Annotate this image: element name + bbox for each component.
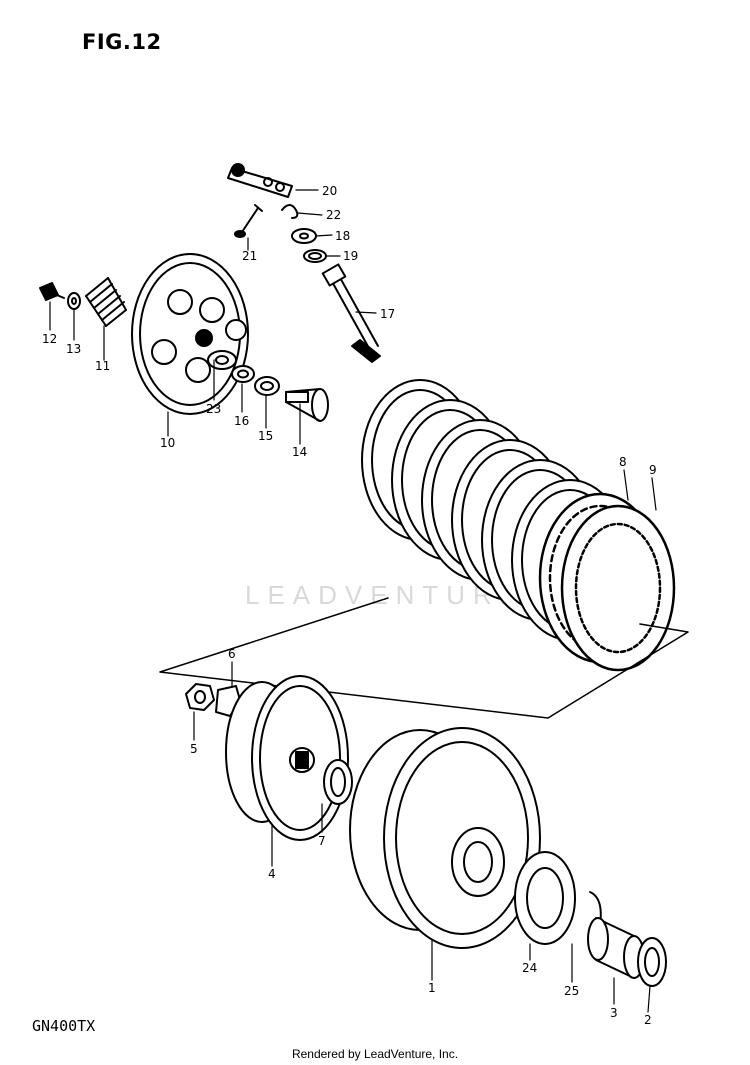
release-rod-piece xyxy=(285,388,329,422)
callout-5: 5 xyxy=(190,742,198,756)
callout-10: 10 xyxy=(160,436,175,450)
thrust-bearing xyxy=(254,376,280,396)
callout-24: 24 xyxy=(522,961,537,975)
callout-12: 12 xyxy=(42,332,57,346)
callout-13: 13 xyxy=(66,342,81,356)
callout-4: 4 xyxy=(268,867,276,881)
watermark: LEADVENTURE xyxy=(245,580,526,610)
clutch-nut xyxy=(185,683,215,711)
assembly-outline xyxy=(159,597,689,719)
callout-3: 3 xyxy=(610,1006,618,1020)
callout-23: 23 xyxy=(206,402,221,416)
release-washer xyxy=(291,228,317,244)
clutch-housing xyxy=(349,727,541,949)
pressure-plate-bearing-washer xyxy=(207,350,237,370)
callout-22: 22 xyxy=(326,208,341,222)
spacer xyxy=(587,917,645,979)
hub-washer xyxy=(323,759,353,805)
callout-14: 14 xyxy=(292,445,307,459)
driven-plate xyxy=(560,504,676,672)
release-screw xyxy=(234,204,263,238)
figure-title: FIG.12 xyxy=(82,30,162,54)
release-spring-clip xyxy=(281,204,299,219)
callout-21: 21 xyxy=(242,249,257,263)
callout-7: 7 xyxy=(318,834,326,848)
leader-lines xyxy=(49,189,657,1013)
callout-17: 17 xyxy=(380,307,395,321)
spring-washer xyxy=(67,292,81,310)
callout-18: 18 xyxy=(335,229,350,243)
pressure-plate xyxy=(131,253,249,415)
callout-19: 19 xyxy=(343,249,358,263)
callout-9: 9 xyxy=(649,463,657,477)
clutch-spring xyxy=(85,277,127,327)
oil-pump-drive-gear xyxy=(514,851,576,945)
render-credit: Rendered by LeadVenture, Inc. xyxy=(291,1047,459,1061)
callout-11: 11 xyxy=(95,359,110,373)
callout-2: 2 xyxy=(644,1013,652,1027)
release-o-ring xyxy=(303,249,327,263)
clutch-bolt xyxy=(39,282,65,301)
callout-25: 25 xyxy=(564,984,579,998)
release-arm xyxy=(227,163,293,198)
thrust-washer-outer xyxy=(637,937,667,987)
release-shaft xyxy=(321,263,381,363)
callout-1: 1 xyxy=(428,981,436,995)
callout-15: 15 xyxy=(258,429,273,443)
callout-6: 6 xyxy=(228,647,236,661)
callout-8: 8 xyxy=(619,455,627,469)
model-code: GN400TX xyxy=(32,1017,96,1035)
sleeve-hub xyxy=(225,675,349,841)
callout-16: 16 xyxy=(234,414,249,428)
thrust-washer xyxy=(231,365,255,383)
callout-20: 20 xyxy=(322,184,337,198)
